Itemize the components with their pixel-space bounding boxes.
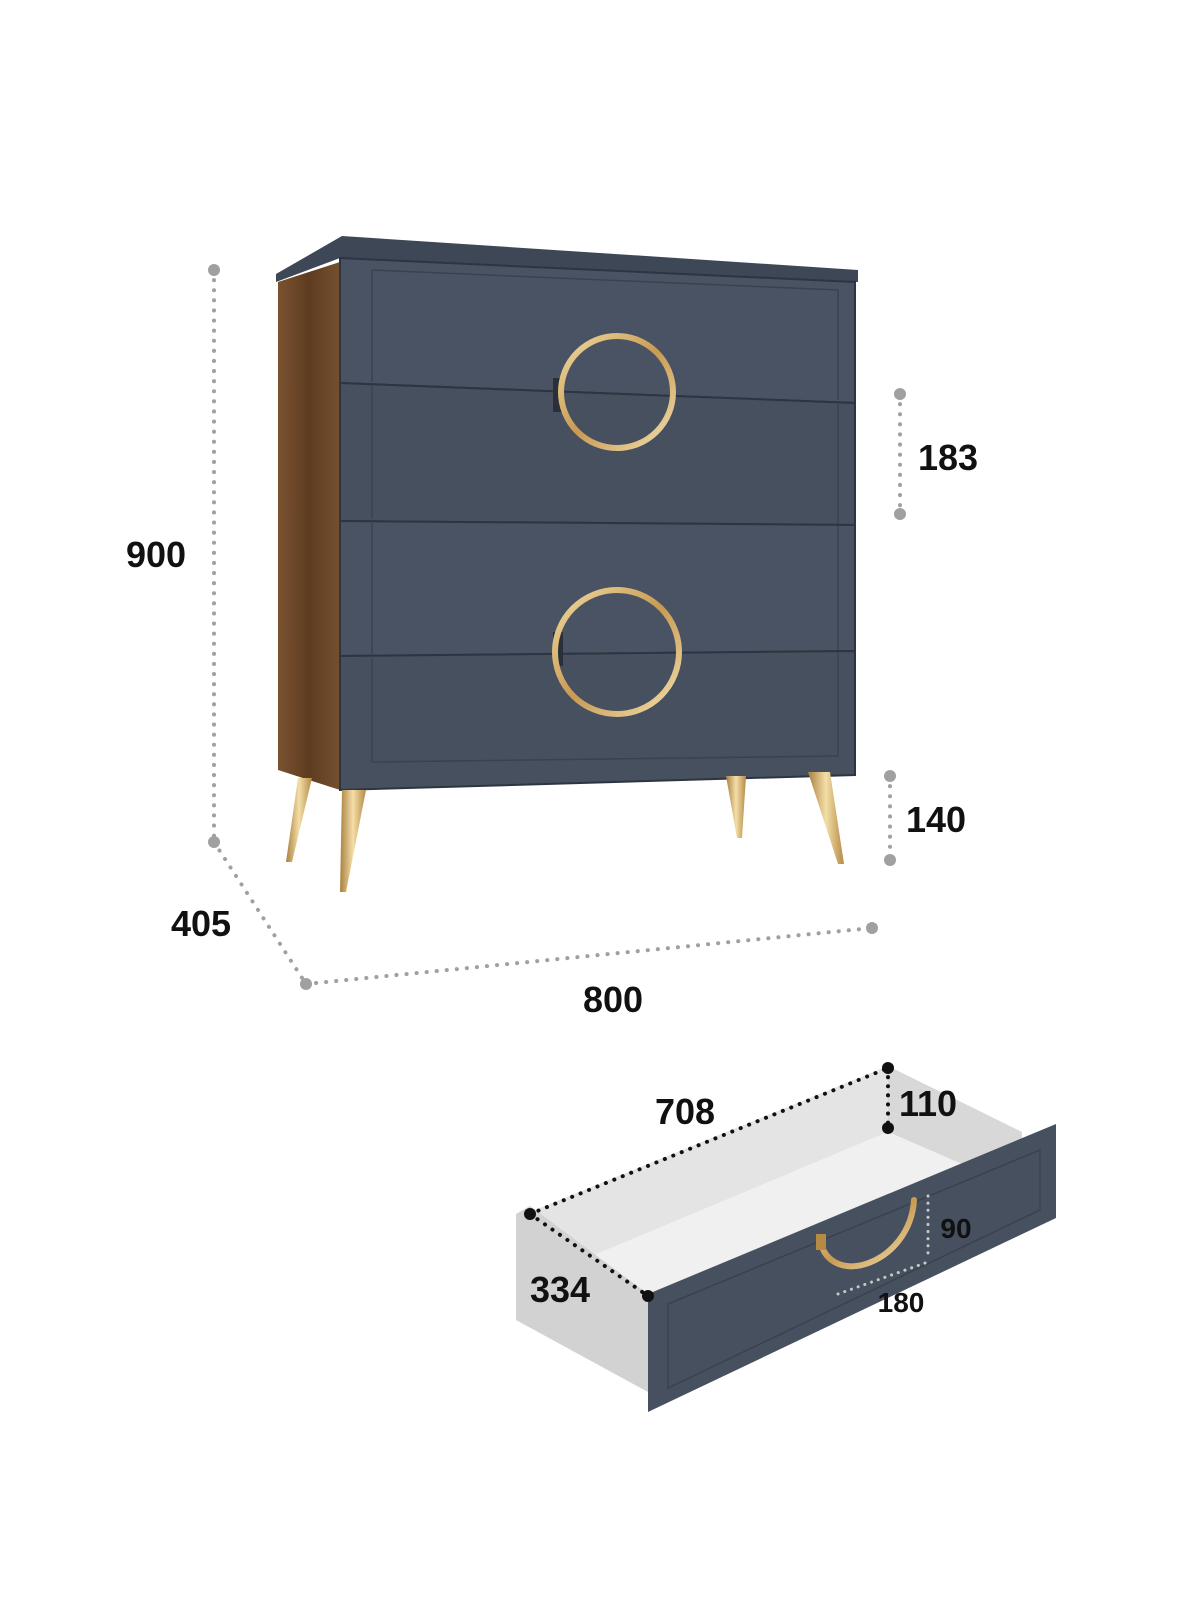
depth-label: 405 <box>171 903 231 944</box>
drawer-3 <box>339 519 856 658</box>
drawer-1 <box>339 256 856 405</box>
leg-front-left <box>340 790 366 892</box>
drawer-back-wall <box>530 1066 888 1282</box>
drawer-4 <box>339 649 856 792</box>
width-label: 800 <box>583 979 643 1020</box>
dresser-top <box>276 236 858 282</box>
leg-height-label: 140 <box>906 799 966 840</box>
gold-arc-handle-icon <box>816 1197 917 1270</box>
handle-width-label: 180 <box>878 1287 925 1318</box>
dimension-endpoints <box>208 264 906 990</box>
handle-height-label: 90 <box>940 1213 971 1244</box>
drawer-left-wall <box>516 1206 648 1392</box>
height-label: 900 <box>126 534 186 575</box>
drawer-front-height-label: 183 <box>918 437 978 478</box>
inner-width-label: 334 <box>530 1269 590 1310</box>
inner-length-label: 708 <box>655 1091 715 1132</box>
leg-back-left <box>286 778 312 862</box>
dimension-lines <box>212 268 902 986</box>
inner-width-dimension-line <box>528 1212 650 1298</box>
drawer-detail <box>516 1066 1056 1412</box>
dresser-side-panel <box>278 262 340 790</box>
leg-front-right <box>808 772 844 864</box>
dresser <box>276 236 858 892</box>
dresser-legs <box>286 772 844 892</box>
inner-length-dimension-line <box>528 1066 890 1216</box>
drawer-2 <box>339 381 856 527</box>
leg-back-right <box>726 776 746 838</box>
gold-ring-handle-icon <box>552 587 682 717</box>
drawer-dimension-lines-black <box>528 1066 890 1298</box>
width-dimension-line <box>304 926 874 986</box>
depth-dimension-line <box>212 840 308 986</box>
handle-dimension-lines <box>836 1194 930 1296</box>
drawer-dimension-endpoints <box>524 1062 894 1302</box>
handle-width-dimension-line <box>836 1260 930 1296</box>
inner-height-label: 110 <box>899 1083 957 1124</box>
gold-ring-handle-icon <box>553 333 676 451</box>
